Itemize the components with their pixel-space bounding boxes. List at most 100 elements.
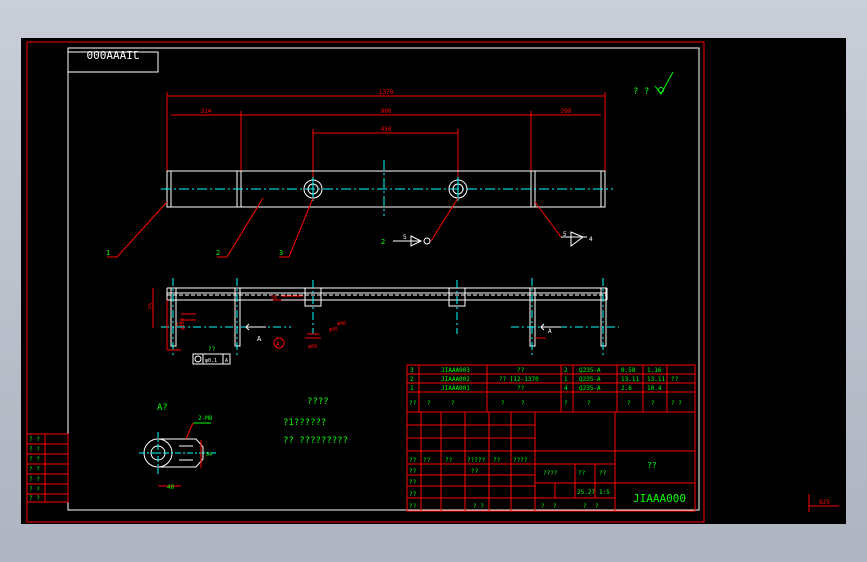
side-dim-text: 625 xyxy=(819,499,830,506)
weld-right-tag: 4 xyxy=(589,236,593,243)
tolerance-frame xyxy=(192,353,231,365)
svg-text:??: ?? xyxy=(409,468,417,475)
notes-line1: ?1?????? xyxy=(283,418,326,428)
svg-text:??: ?? xyxy=(445,457,453,464)
dim-height: 75 xyxy=(148,302,155,310)
dim-hole-spacing: 450 xyxy=(381,126,392,133)
weld-right-icon xyxy=(570,231,584,247)
roughness-label: ? ? xyxy=(633,87,649,97)
dim-left: 314 xyxy=(201,108,212,115)
mirrored-code: JIAAA000 xyxy=(87,49,140,62)
svg-text:??: ?? xyxy=(409,400,417,407)
svg-text:JIAAA001: JIAAA001 xyxy=(441,385,470,392)
svg-text:? ?: ? ? xyxy=(473,503,484,510)
mark-18: 18 xyxy=(176,322,182,328)
svg-text:?: ? xyxy=(451,400,455,407)
svg-text:?: ? xyxy=(501,400,505,407)
dim-bottom: φ68 xyxy=(308,344,317,350)
svg-text:JIAAA002: JIAAA002 xyxy=(441,376,470,383)
drawing-name: ?? xyxy=(647,461,657,470)
svg-text:?: ? xyxy=(564,400,568,407)
section-label-right: A xyxy=(548,328,552,335)
svg-text:Q235-A: Q235-A xyxy=(579,367,601,374)
svg-text:?: ? xyxy=(541,503,545,510)
svg-text:? ?: ? ? xyxy=(671,400,682,407)
svg-text:?: ? xyxy=(427,400,431,407)
section-label: A xyxy=(257,335,262,343)
position-icon xyxy=(194,355,202,363)
leader-3: 3 xyxy=(279,249,283,257)
detail-title: A? xyxy=(157,403,168,413)
svg-text:????: ???? xyxy=(513,457,528,464)
svg-text:1: 1 xyxy=(564,376,568,383)
svg-text:? ?: ? ? xyxy=(29,446,40,453)
cad-canvas[interactable]: JIAAA000 ? ? 1370 314 900 299 450 xyxy=(21,38,846,524)
svg-text:??: ?? xyxy=(493,457,501,464)
svg-text:13.11: 13.11 xyxy=(621,376,639,383)
svg-text:??: ?? xyxy=(409,457,417,464)
dim-slot: 58 xyxy=(271,295,277,301)
svg-text:25.27: 25.27 xyxy=(577,489,595,496)
code-box xyxy=(67,51,159,73)
svg-text:????: ???? xyxy=(543,470,558,477)
svg-text:??: ?? xyxy=(423,457,431,464)
svg-text:10.4: 10.4 xyxy=(647,385,662,392)
svg-text:3: 3 xyxy=(410,367,414,374)
svg-text:Q235-A: Q235-A xyxy=(579,376,601,383)
svg-text:??: ?? xyxy=(471,468,479,475)
datum-circle-tag: A xyxy=(276,341,280,348)
svg-text:? ?: ? ? xyxy=(29,476,40,483)
weld-left-num: 5 xyxy=(403,234,407,241)
svg-text:??: ?? xyxy=(409,503,417,510)
dim-hole-small: φ45 xyxy=(329,327,338,333)
svg-text:0.58: 0.58 xyxy=(621,367,636,374)
svg-text:2.6: 2.6 xyxy=(621,385,632,392)
weld-left-icon xyxy=(410,235,423,247)
weld-right-num: 5 xyxy=(563,231,567,238)
detail-dim-side: 54 xyxy=(206,452,212,458)
drawing-number: JIAAA000 xyxy=(633,492,686,505)
datum-circle-icon xyxy=(273,337,285,349)
inner-frame xyxy=(67,47,700,511)
svg-text:?: ? xyxy=(627,400,631,407)
svg-text:2: 2 xyxy=(410,376,414,383)
leader-2: 2 xyxy=(216,249,220,257)
dim-right: 299 xyxy=(561,108,572,115)
dim-overall: 1370 xyxy=(379,89,394,96)
svg-text:2: 2 xyxy=(564,367,568,374)
svg-text:?? [12-1370: ?? [12-1370 xyxy=(499,376,539,383)
svg-text:?: ? xyxy=(521,400,525,407)
svg-text:??: ?? xyxy=(671,376,679,383)
svg-text:13.11: 13.11 xyxy=(647,376,665,383)
side-dimension: 625 xyxy=(808,494,839,512)
front-view: 75 58 φ120 18 φ45 φ40 φ68 A A A ?? φ0.1 … xyxy=(148,278,619,365)
svg-text:JIAAA003: JIAAA003 xyxy=(441,367,470,374)
svg-text:?: ? xyxy=(651,400,655,407)
svg-text:?????: ????? xyxy=(467,457,485,464)
svg-text:1: 1 xyxy=(410,385,414,392)
dim-side: φ120 xyxy=(180,318,186,330)
svg-text:1:5: 1:5 xyxy=(599,489,610,496)
svg-text:?: ? xyxy=(595,503,599,510)
svg-text:4: 4 xyxy=(564,385,568,392)
drawing-sheet: JIAAA000 ? ? 1370 314 900 299 450 xyxy=(26,41,839,523)
svg-text:??: ?? xyxy=(517,385,525,392)
svg-text:?: ? xyxy=(583,503,587,510)
dim-hole-right: φ40 xyxy=(337,321,346,327)
detail-hole-label: 2-M8 xyxy=(198,415,213,422)
leader-1: 1 xyxy=(106,249,110,257)
dim-middle: 900 xyxy=(381,108,392,115)
notes-line2: ?? ????????? xyxy=(283,436,348,446)
top-view: 1370 314 900 299 450 1 xyxy=(106,89,613,258)
side-block: ? ? ? ? ? ? ? ? ? ? ? ? ? ? xyxy=(26,433,69,503)
roughness-icon xyxy=(654,71,674,95)
weld-left-label: 2 xyxy=(381,238,385,246)
tol-q: ?? xyxy=(208,346,216,353)
outer-frame xyxy=(26,41,705,523)
svg-text:? ?: ? ? xyxy=(29,466,40,473)
svg-text:Q235-A: Q235-A xyxy=(579,385,601,392)
svg-text:?: ? xyxy=(553,503,557,510)
detail-dim-width: 40 xyxy=(167,484,175,491)
svg-text:?: ? xyxy=(587,400,591,407)
svg-text:??: ?? xyxy=(599,470,607,477)
